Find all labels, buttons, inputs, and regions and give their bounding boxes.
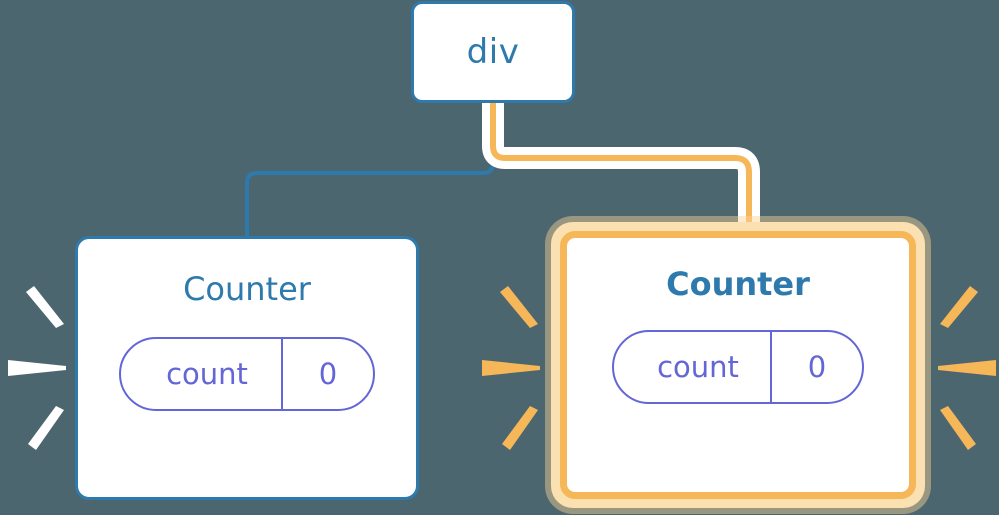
sparkle-ray-down bbox=[940, 406, 976, 450]
sparkle-ray-up bbox=[26, 286, 64, 328]
prop-key-right: count bbox=[657, 349, 739, 384]
node-counter-right[interactable]: Counter count 0 bbox=[551, 222, 925, 508]
node-counter-left-title: Counter bbox=[183, 270, 311, 308]
edge-highlight-halo bbox=[482, 91, 760, 247]
sparkle-right-box-right bbox=[936, 282, 998, 452]
sparkle-ray-mid bbox=[938, 360, 996, 376]
sparkle-ray-up bbox=[940, 286, 978, 328]
node-counter-right-inner: Counter count 0 bbox=[560, 231, 916, 499]
prop-value-left: 0 bbox=[281, 339, 373, 409]
sparkle-ray-down bbox=[28, 406, 64, 450]
node-counter-left[interactable]: Counter count 0 bbox=[75, 236, 419, 500]
sparkle-ray-up bbox=[500, 286, 538, 328]
node-div[interactable]: div bbox=[411, 1, 575, 103]
sparkle-ray-mid bbox=[8, 360, 66, 376]
prop-pill-right: count 0 bbox=[612, 330, 864, 404]
sparkle-ray-down bbox=[502, 406, 538, 450]
sparkle-left-box-left bbox=[6, 282, 68, 452]
prop-key-left: count bbox=[166, 356, 248, 391]
node-div-label: div bbox=[466, 32, 520, 72]
sparkle-right-box-left bbox=[480, 282, 542, 452]
edge-div-to-counter-right bbox=[490, 99, 752, 239]
prop-pill-left: count 0 bbox=[119, 337, 375, 411]
edge-div-to-counter-left bbox=[245, 100, 495, 238]
node-counter-right-title: Counter bbox=[666, 265, 810, 303]
prop-value-right: 0 bbox=[770, 332, 862, 402]
sparkle-ray-mid bbox=[482, 360, 540, 376]
